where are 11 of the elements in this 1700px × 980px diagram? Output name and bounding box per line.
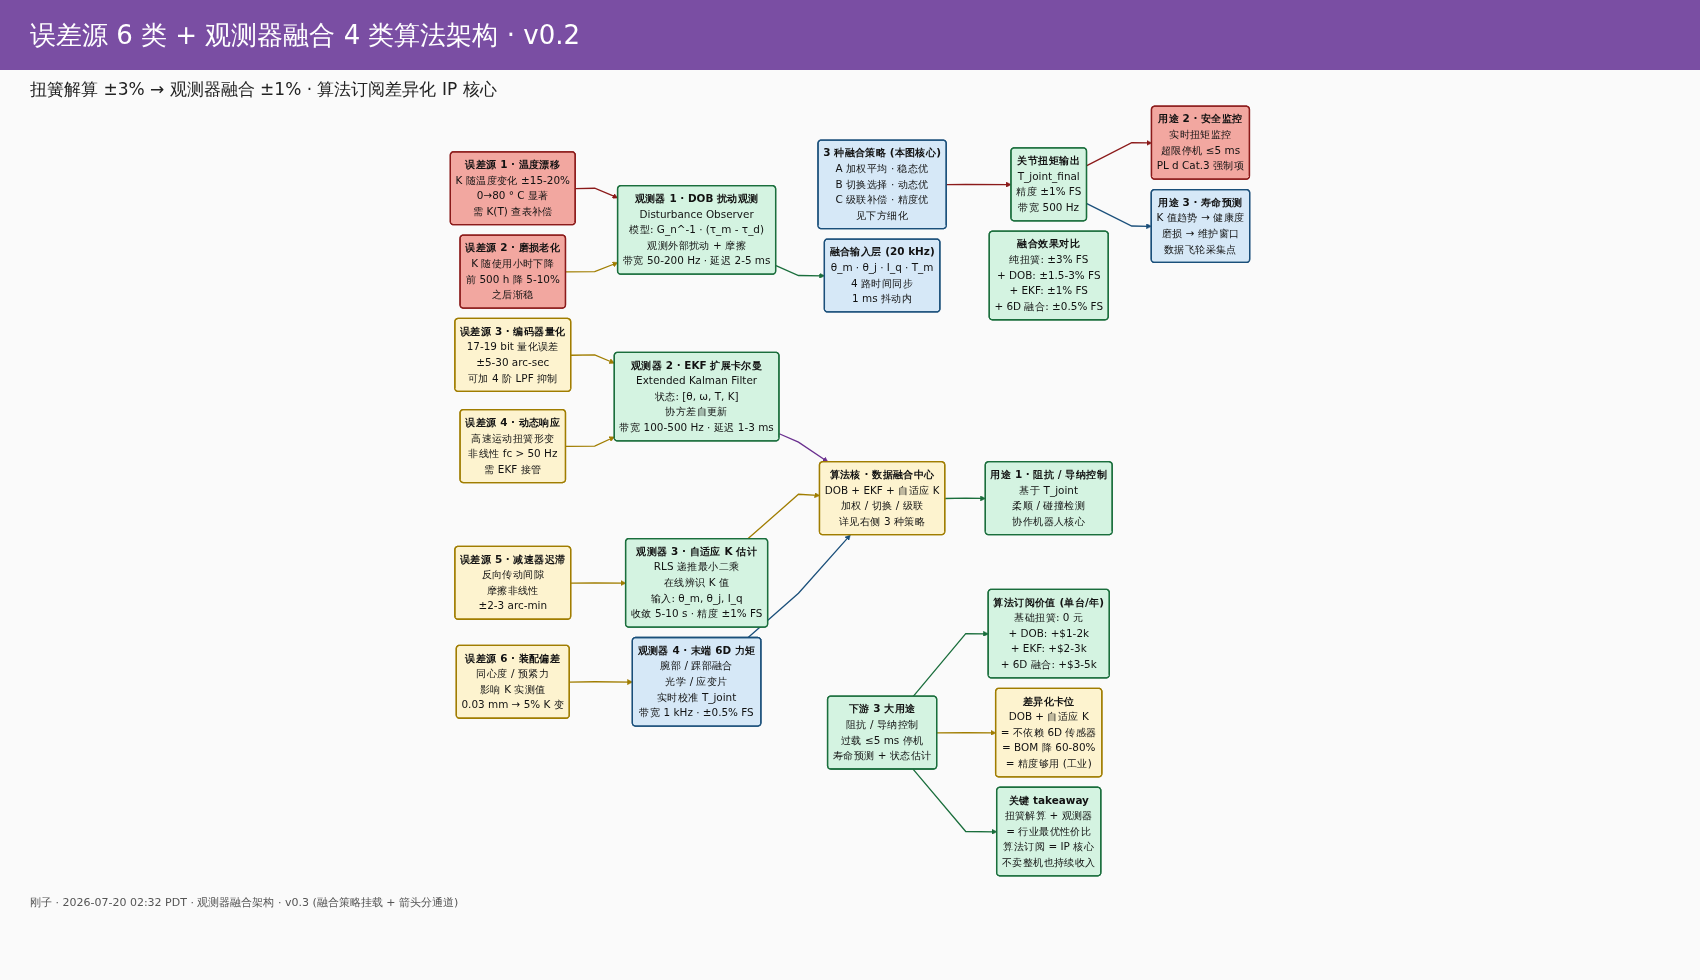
arrow xyxy=(778,433,829,463)
arrow xyxy=(747,534,851,639)
title: 误差源 6 类 + 观测器融合 4 类算法架构 · v0.2 xyxy=(30,18,580,52)
arrow xyxy=(565,436,615,448)
subtitle: 扭簧解算 ±3% → 观测器融合 ±1% · 算法订阅差异化 IP 核心 xyxy=(30,78,497,101)
arrow xyxy=(775,264,825,279)
arrow xyxy=(1086,203,1152,230)
arrow xyxy=(912,630,989,698)
footer-note: 刚子 · 2026-07-20 02:32 PDT · 观测器融合架构 · v0.3 (融合策略挂载 + 箭头分通道) xyxy=(30,895,459,910)
arrow xyxy=(570,354,615,364)
arrow xyxy=(944,495,986,502)
